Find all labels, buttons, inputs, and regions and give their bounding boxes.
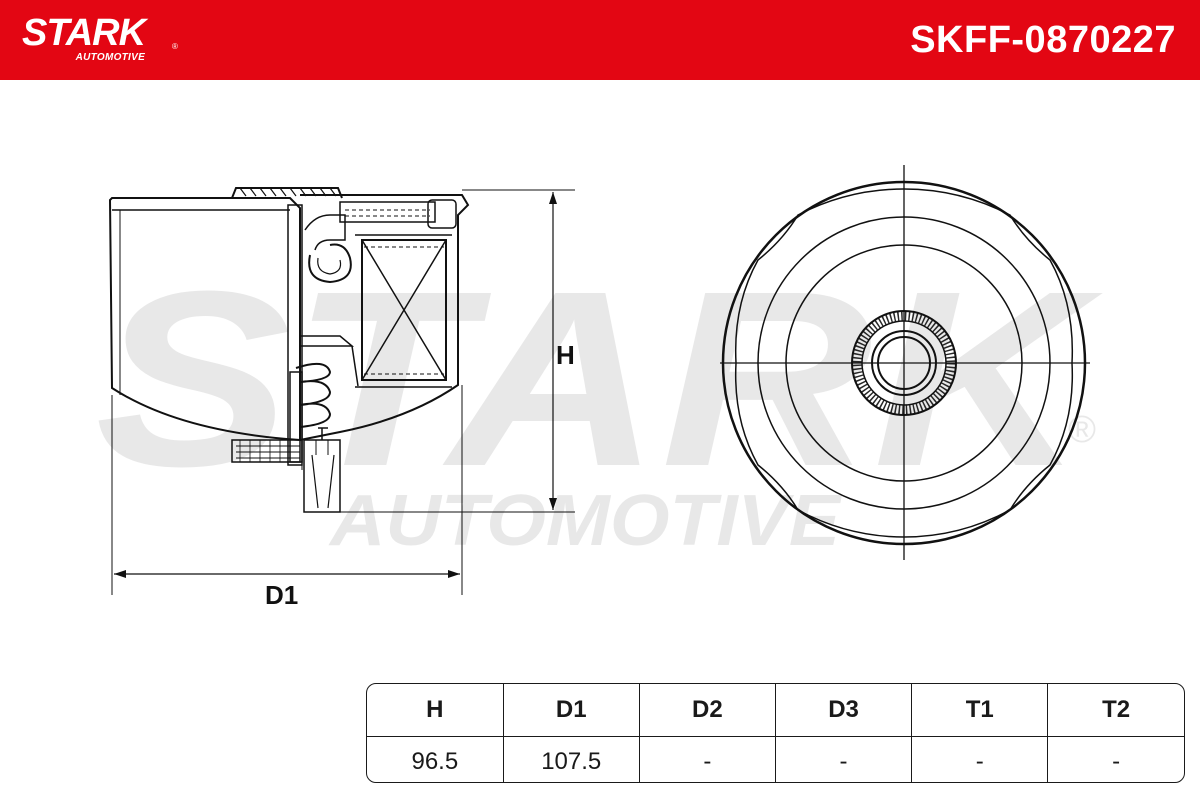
height-label: H — [556, 340, 575, 370]
table-header-t2: T2 — [1047, 684, 1184, 737]
table-header-h: H — [367, 684, 504, 737]
filter-top-view — [720, 165, 1090, 560]
table-header-row: H D1 D2 D3 T1 T2 — [367, 684, 1184, 737]
brand-logo: STARK AUTOMOTIVE ® — [22, 12, 178, 64]
specification-table: H D1 D2 D3 T1 T2 96.5 107.5 - - - - — [366, 683, 1185, 783]
watermark-main: STARK — [95, 239, 1103, 518]
brand-registered-mark: ® — [172, 42, 178, 51]
diameter-label: D1 — [265, 580, 298, 610]
watermark: STARK AUTOMOTIVE ® — [95, 239, 1103, 561]
brand-logo-subtext: AUTOMOTIVE — [75, 52, 146, 63]
table-cell-t1: - — [911, 736, 1048, 782]
part-number: SKFF-0870227 — [910, 19, 1176, 61]
table-cell-t2: - — [1047, 736, 1184, 782]
table-cell-d1: 107.5 — [502, 736, 640, 782]
header-bar: STARK AUTOMOTIVE ® SKFF-0870227 — [0, 0, 1200, 80]
table-header-d3: D3 — [774, 684, 912, 737]
diameter-dimension — [111, 385, 463, 595]
table-cell-d3: - — [774, 736, 912, 782]
technical-drawing: STARK AUTOMOTIVE ® — [95, 165, 1103, 610]
brand-logo-text: STARK — [22, 12, 146, 54]
watermark-sub: AUTOMOTIVE — [328, 481, 842, 561]
filter-side-view — [108, 187, 470, 513]
table-header-d2: D2 — [638, 684, 776, 737]
table-row: 96.5 107.5 - - - - — [367, 736, 1184, 782]
height-dimension — [340, 189, 575, 513]
table-header-t1: T1 — [911, 684, 1048, 737]
table-header-d1: D1 — [502, 684, 640, 737]
table-cell-h: 96.5 — [411, 748, 459, 775]
table-cell-d2: - — [638, 736, 776, 782]
